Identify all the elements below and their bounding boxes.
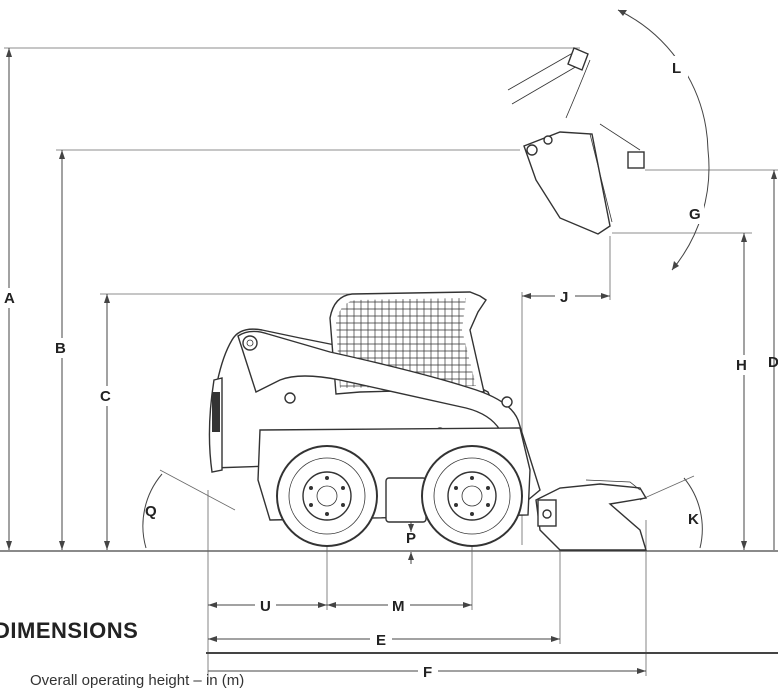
dimension-a [1,47,580,550]
bucket-raised-position [507,47,591,119]
dimension-h [612,232,754,550]
dim-label-m: M [392,598,405,615]
dim-label-d: D [768,354,778,371]
dimension-f [208,668,646,674]
dimensions-heading: DIMENSIONS [0,618,139,643]
dim-label-j: J [560,289,568,306]
dimension-m [327,602,472,608]
dimension-d [645,169,778,550]
bucket-dump-position [523,123,645,235]
bucket-ground [535,483,648,551]
dim-label-a: A [4,290,15,307]
dim-label-p: P [406,530,416,547]
dim-label-g: G [689,206,701,223]
section-divider [206,652,778,654]
skid-steer-loader [208,291,648,551]
dimension-e [208,636,560,642]
dim-label-k: K [688,511,699,528]
dim-label-e: E [376,632,386,649]
dim-label-h: H [736,357,747,374]
spec-row-operating-height: Overall operating height – in (m) [30,672,245,689]
dimension-c [98,293,372,550]
dimension-l-arc [617,9,709,151]
dimension-u [208,602,327,608]
dimension-b [53,149,520,550]
dim-label-c: C [100,388,111,405]
dim-label-f: F [423,664,432,681]
dimension-k [639,475,703,549]
dim-label-l: L [672,60,681,77]
front-wheel [421,445,523,547]
rear-wheel [276,445,378,547]
dim-label-u: U [260,598,271,615]
dim-label-b: B [55,340,66,357]
dimension-q [142,469,236,549]
dim-label-q: Q [145,503,157,520]
dimension-g-arc [671,149,710,271]
